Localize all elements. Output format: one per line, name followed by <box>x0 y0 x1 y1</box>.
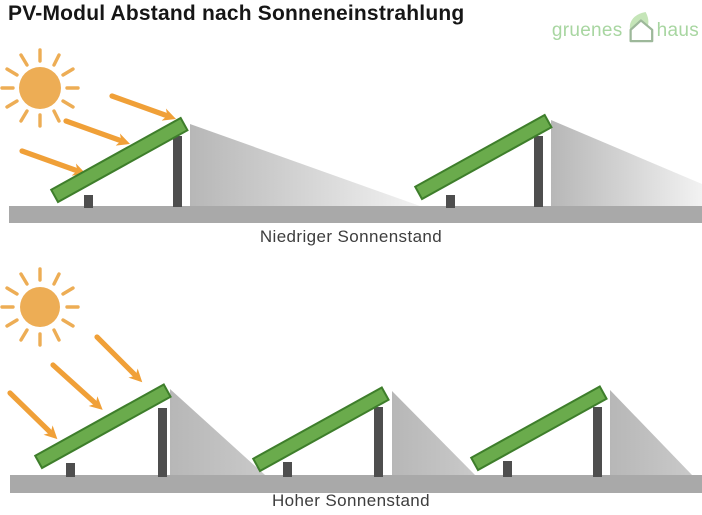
sun-icon <box>0 48 80 128</box>
pv-module <box>49 116 189 208</box>
page-title: PV-Modul Abstand nach Sonneneinstrahlung <box>8 2 465 25</box>
sunlight-arrows-high <box>7 334 143 440</box>
sunlight-arrows-low <box>19 93 177 176</box>
pv-module <box>33 383 172 477</box>
label-high-sun: Hoher Sonnenstand <box>271 491 431 510</box>
brand-logo: gruenes haus <box>551 10 699 43</box>
module-shadow-short <box>170 389 265 475</box>
module-shadow-long <box>551 120 702 206</box>
sun-rays <box>0 48 80 128</box>
ground <box>9 206 702 223</box>
logo-word-gruenes: gruenes <box>551 20 623 41</box>
pv-module <box>251 386 390 477</box>
diagram-high-sun <box>0 267 702 493</box>
sun-rays <box>0 267 80 347</box>
pv-module <box>413 113 553 208</box>
ground <box>10 475 702 493</box>
house-leaf-icon <box>629 12 653 43</box>
module-shadow-long <box>190 124 420 206</box>
label-low-sun: Niedriger Sonnenstand <box>259 227 443 246</box>
pv-module <box>469 385 608 477</box>
sun-icon <box>0 267 80 347</box>
module-shadow-short <box>392 391 475 475</box>
diagram-low-sun <box>0 48 702 223</box>
house-icon <box>629 19 653 43</box>
module-shadow-short <box>610 390 692 475</box>
logo-word-haus: haus <box>656 20 699 41</box>
